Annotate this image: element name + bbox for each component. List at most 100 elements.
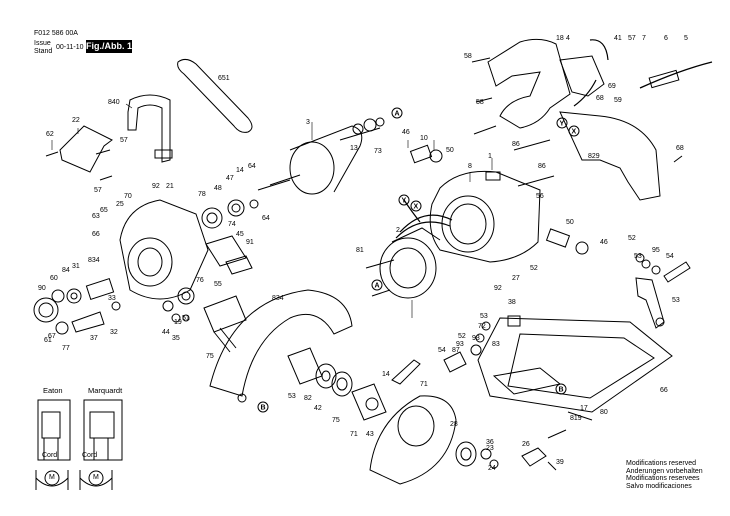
ref-marker-b-text: B — [261, 405, 266, 412]
part-label-651: 651 — [218, 75, 230, 82]
part-label-53: 53 — [288, 393, 296, 400]
brush-holder-50 — [545, 228, 589, 255]
part-label-90: 90 — [38, 285, 46, 292]
document-number: F012 586 00A — [34, 30, 78, 37]
plate-82 — [287, 347, 323, 385]
part-label-52: 52 — [458, 333, 466, 340]
modifications-line-2: Anderungen vorbehalten — [626, 467, 703, 475]
part-label-50: 50 — [566, 219, 574, 226]
cord-label-left: Cord — [42, 452, 58, 459]
part-label-68: 68 — [676, 145, 684, 152]
figure-title: Fig./Abb. 1 — [86, 40, 132, 53]
part-label-31: 31 — [72, 263, 80, 270]
part-label-2: 2 — [396, 227, 400, 234]
ref-marker-x-1: X — [410, 200, 422, 212]
part-label-57: 57 — [94, 187, 102, 194]
part-label-41: 41 — [614, 35, 622, 42]
part-label-54: 54 — [438, 347, 446, 354]
part-label-63: 63 — [92, 213, 100, 220]
part-label-834: 834 — [272, 295, 284, 302]
part-label-39: 39 — [556, 459, 564, 466]
part-label-59: 59 — [614, 97, 622, 104]
part-label-44: 44 — [162, 329, 170, 336]
part-label-32: 32 — [110, 329, 118, 336]
part-label-55: 55 — [214, 281, 222, 288]
part-label-38: 38 — [508, 299, 516, 306]
part-label-52: 52 — [628, 235, 636, 242]
part-label-4: 4 — [566, 35, 570, 42]
part-label-76: 76 — [196, 277, 204, 284]
motor-symbol-right: M — [93, 474, 99, 481]
ref-marker-b-1: B — [257, 401, 269, 413]
ref-marker-b-text-2: B — [559, 387, 564, 394]
ref-marker-a-2: A — [371, 279, 383, 291]
part-label-74: 74 — [228, 221, 236, 228]
baffle-74 — [205, 235, 247, 267]
wiring-diagram-marquardt — [79, 399, 123, 490]
part-label-65: 65 — [100, 207, 108, 214]
part-label-27: 27 — [512, 275, 520, 282]
part-label-86: 86 — [538, 163, 546, 170]
ref-marker-x-2: X — [568, 125, 580, 137]
issue-date: 00-11-10 — [56, 44, 84, 51]
part-label-24: 24 — [488, 465, 496, 472]
part-label-42: 42 — [314, 405, 322, 412]
stator-2 — [379, 227, 441, 299]
part-label-16: 16 — [0, 0, 8, 2]
part-label-23: 23 — [486, 445, 494, 452]
part-label-61: 61 — [44, 337, 52, 344]
rear-handle-840 — [127, 94, 171, 163]
upper-blade-guard-38 — [209, 289, 353, 403]
part-label-75: 75 — [332, 417, 340, 424]
part-label-57: 57 — [120, 137, 128, 144]
bracket-strap-651 — [177, 58, 253, 133]
part-label-67: 67 — [48, 333, 56, 340]
part-label-64: 64 — [262, 215, 270, 222]
part-label-829: 829 — [588, 153, 600, 160]
part-label-60: 60 — [50, 275, 58, 282]
part-label-62: 62 — [46, 131, 54, 138]
part-label-92: 92 — [494, 285, 502, 292]
part-label-10: 10 — [420, 135, 428, 142]
part-label-54: 54 — [666, 253, 674, 260]
part-label-6: 6 — [664, 35, 668, 42]
part-label-69: 69 — [608, 83, 616, 90]
cover-plate-22 — [59, 125, 113, 173]
part-label-75: 75 — [206, 353, 214, 360]
part-label-46: 46 — [600, 239, 608, 246]
stand-label: Stand — [34, 48, 53, 55]
ref-marker-b-2: B — [555, 383, 567, 395]
ref-marker-a-text-2: A — [375, 283, 380, 290]
part-label-71: 71 — [350, 431, 358, 438]
ref-marker-y-text-2: Y — [560, 121, 565, 128]
ref-marker-x-text: X — [414, 204, 419, 211]
part-label-13: 13 — [350, 145, 358, 152]
power-cord-5 — [639, 61, 713, 89]
gear-housing-21 — [119, 199, 209, 300]
part-label-35: 35 — [172, 335, 180, 342]
part-label-82: 82 — [304, 395, 312, 402]
part-label-91: 91 — [246, 239, 254, 246]
ref-marker-y-2: Y — [556, 117, 568, 129]
wiring-label-marquardt: Marquardt — [88, 386, 123, 395]
motor-symbol-left: M — [49, 474, 55, 481]
part-label-93: 93 — [472, 335, 480, 342]
part-label-95: 95 — [652, 247, 660, 254]
lower-blade-guard-28 — [369, 359, 457, 485]
part-label-58: 58 — [464, 53, 472, 60]
modifications-line-1: Modifications reserved — [626, 460, 697, 467]
part-label-58: 58 — [476, 99, 484, 106]
part-label-92: 92 — [152, 183, 160, 190]
armature-3 — [257, 125, 381, 195]
part-label-14: 14 — [236, 167, 244, 174]
part-label-22: 22 — [72, 117, 80, 124]
modifications-line-3: Modifications reservees — [626, 475, 700, 483]
part-label-53: 53 — [672, 297, 680, 304]
spindle-shaft-834 — [203, 295, 247, 353]
part-label-84: 84 — [62, 267, 70, 274]
issue-label: Issue — [34, 40, 51, 47]
ref-marker-x-text-2: X — [572, 129, 577, 136]
part-label-73: 73 — [374, 148, 382, 155]
ref-marker-a-text: A — [395, 111, 400, 118]
